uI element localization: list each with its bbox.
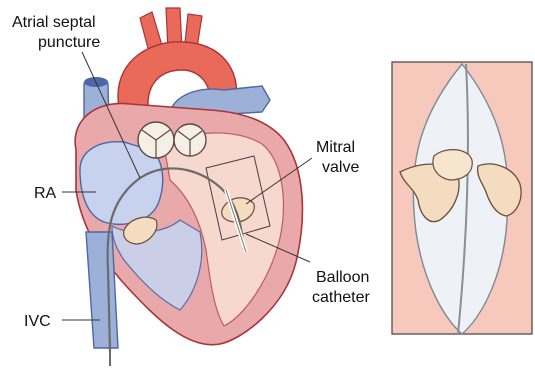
label-ivc: IVC: [24, 313, 51, 330]
aortic-valve: [138, 122, 174, 158]
label-ra: RA: [34, 185, 57, 202]
label-balloon-catheter-line1: Balloon: [316, 269, 369, 286]
inferior-vena-cava: [86, 232, 118, 348]
label-mitral-valve-line2: valve: [322, 159, 359, 176]
inset-leaflet-center: [433, 150, 472, 180]
pulmonary-valve: [174, 124, 206, 156]
inset-panel: [392, 62, 532, 334]
heart: [75, 8, 302, 366]
label-atrial-septal-puncture-line1: Atrial septal: [12, 14, 96, 31]
label-atrial-septal-puncture-line2: puncture: [38, 34, 100, 51]
label-balloon-catheter-line2: catheter: [312, 289, 370, 306]
label-mitral-valve-line1: Mitral: [316, 139, 355, 156]
